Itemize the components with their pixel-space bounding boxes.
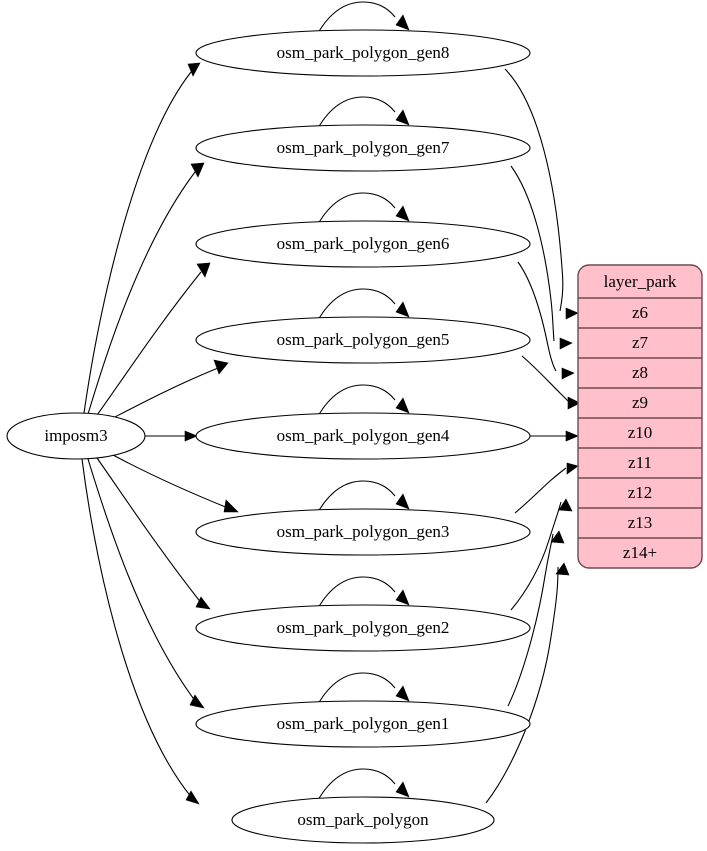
node-gen4-label: osm_park_polygon_gen4: [277, 426, 450, 445]
edge-imposm3-to-gen7: [87, 171, 196, 415]
node-osm-park-polygon-gen1[interactable]: osm_park_polygon_gen1: [195, 700, 531, 748]
edge-imposm3-to-polygon: [81, 458, 193, 799]
node-osm-park-polygon-gen8[interactable]: osm_park_polygon_gen8: [195, 29, 531, 77]
node-imposm3-label: imposm3: [44, 426, 107, 445]
layer-park-row-z7[interactable]: z7: [632, 333, 649, 352]
edge-gen7-to-z7: [510, 165, 555, 342]
edges-nodes-to-table: [485, 68, 581, 804]
arrow-head-gen6: [196, 262, 211, 278]
node-gen6-label: osm_park_polygon_gen6: [277, 234, 450, 253]
layer-park-row-z13[interactable]: z13: [628, 513, 653, 532]
self-loop-arrow-gen8: [395, 14, 410, 31]
node-osm-park-polygon[interactable]: osm_park_polygon: [231, 796, 495, 844]
node-osm-park-polygon-gen7[interactable]: osm_park_polygon_gen7: [195, 124, 531, 172]
node-imposm3[interactable]: imposm3: [6, 412, 146, 460]
node-gen2-label: osm_park_polygon_gen2: [277, 618, 450, 637]
arrow-head-z12: [558, 498, 573, 512]
edge-imposm3-to-gen1: [87, 458, 197, 703]
node-osm-park-polygon-gen5[interactable]: osm_park_polygon_gen5: [195, 316, 531, 364]
self-loop-gen7: [317, 96, 396, 129]
arrow-head-polygon: [185, 790, 200, 805]
node-polygon-shape[interactable]: [231, 796, 495, 844]
self-loop-gen2: [317, 576, 396, 609]
self-loop-arrow-gen7: [395, 109, 410, 126]
node-polygon-label: osm_park_polygon: [297, 810, 429, 829]
self-loop-edges: [317, 1, 410, 801]
node-gen5-shape[interactable]: [195, 316, 531, 364]
node-gen7-label: osm_park_polygon_gen7: [277, 138, 450, 157]
arrow-head-gen3: [223, 499, 239, 513]
node-osm-park-polygon-gen2[interactable]: osm_park_polygon_gen2: [195, 604, 531, 652]
node-gen1-shape[interactable]: [195, 700, 531, 748]
node-gen3-shape[interactable]: [195, 508, 531, 556]
arrow-head-z6: [565, 307, 579, 320]
layer-park-row-z14plus[interactable]: z14+: [623, 543, 657, 562]
node-imposm3-shape[interactable]: [6, 412, 146, 460]
node-gen2-shape[interactable]: [195, 604, 531, 652]
layer-park-row-z8[interactable]: z8: [632, 363, 648, 382]
layer-park-row-z11[interactable]: z11: [628, 453, 652, 472]
self-loop-arrow-gen4: [395, 397, 410, 414]
self-loop-arrow-gen5: [395, 301, 410, 318]
self-loop-arrow-gen1: [395, 685, 410, 702]
self-loop-gen6: [317, 192, 396, 225]
self-loop-arrow-polygon: [395, 781, 410, 798]
node-gen6-shape[interactable]: [195, 220, 531, 268]
arrow-head-gen7: [190, 162, 205, 178]
edge-gen3-to-z11: [514, 467, 567, 514]
node-gen8-shape[interactable]: [195, 29, 531, 77]
node-osm-park-polygon-gen4[interactable]: osm_park_polygon_gen4: [195, 412, 531, 460]
self-loop-gen5: [317, 288, 396, 321]
arrow-head-z14: [555, 562, 570, 576]
self-loop-gen4: [317, 384, 396, 417]
arrow-head-z10: [565, 430, 579, 442]
node-osm-park-polygon-gen6[interactable]: osm_park_polygon_gen6: [195, 220, 531, 268]
layer-park-box[interactable]: [577, 264, 703, 569]
edge-gen5-to-z9: [521, 355, 569, 402]
edge-polygon-to-z14: [485, 566, 559, 804]
arrow-head-gen5: [213, 359, 229, 375]
layer-park-row-z12[interactable]: z12: [628, 483, 653, 502]
edge-gen8-to-z6: [504, 68, 564, 312]
layer-park-header-label: layer_park: [604, 272, 677, 291]
node-layer-park-table[interactable]: layer_park z6 z7 z8 z9 z10 z11 z12 z13 z…: [577, 264, 703, 569]
edges-imposm3-to-nodes: [81, 62, 239, 805]
arrow-head-gen2: [195, 596, 211, 610]
layer-park-row-z9[interactable]: z9: [632, 393, 648, 412]
self-loop-gen1: [317, 672, 396, 705]
arrow-head-gen1: [189, 694, 205, 709]
self-loop-arrow-gen2: [395, 589, 410, 606]
node-gen4-shape[interactable]: [195, 412, 531, 460]
self-loop-gen3: [317, 480, 396, 513]
arrow-head-gen8: [187, 62, 201, 77]
node-gen8-label: osm_park_polygon_gen8: [277, 43, 450, 62]
edge-imposm3-to-gen6: [96, 271, 202, 416]
self-loop-arrow-gen3: [395, 493, 410, 510]
edge-imposm3-to-gen2: [96, 457, 203, 605]
self-loop-arrow-gen6: [395, 205, 410, 222]
self-loop-gen8: [317, 1, 396, 34]
edge-gen6-to-z8: [517, 261, 557, 372]
edge-imposm3-to-gen3: [112, 454, 229, 509]
node-osm-park-polygon-gen3[interactable]: osm_park_polygon_gen3: [195, 508, 531, 556]
node-gen5-label: osm_park_polygon_gen5: [277, 330, 450, 349]
layer-park-row-z10[interactable]: z10: [628, 423, 653, 442]
arrow-head-z7: [559, 337, 573, 350]
arrow-head-z11: [566, 462, 579, 475]
node-gen1-label: osm_park_polygon_gen1: [277, 714, 450, 733]
arrow-head-gen4: [184, 430, 198, 442]
arrow-head-z13: [550, 530, 565, 544]
arrow-head-z8: [561, 367, 575, 380]
edge-imposm3-to-gen8: [83, 71, 192, 414]
arrow-head-z9: [567, 396, 581, 410]
edge-gen1-to-z13: [507, 533, 554, 707]
self-loop-polygon: [317, 768, 396, 801]
edge-imposm3-to-gen5: [112, 367, 219, 419]
edge-gen2-to-z12: [510, 501, 562, 611]
layer-park-row-z6[interactable]: z6: [632, 303, 648, 322]
node-gen7-shape[interactable]: [195, 124, 531, 172]
node-gen3-label: osm_park_polygon_gen3: [277, 522, 450, 541]
